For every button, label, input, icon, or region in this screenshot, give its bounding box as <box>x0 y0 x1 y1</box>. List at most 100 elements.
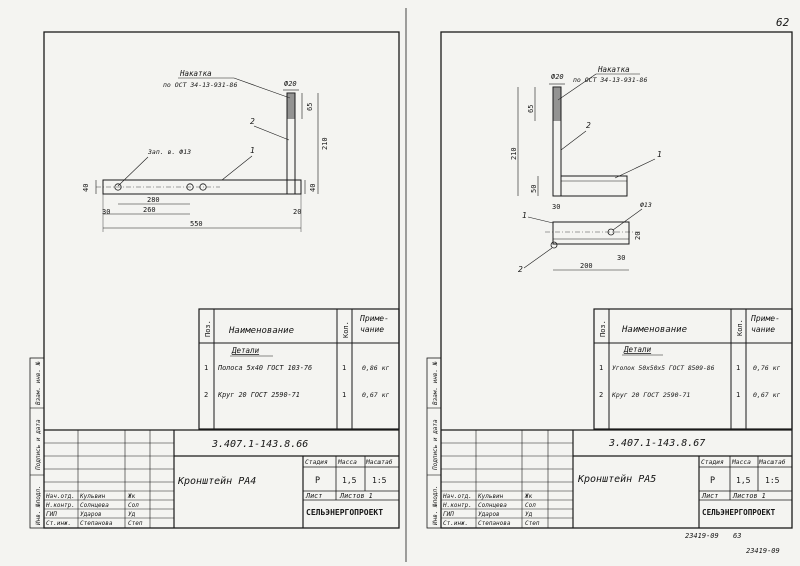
signer-signature: Степ <box>525 520 540 527</box>
side-strip: Взам. инв. № Подпись и дата Инв. №подл. <box>29 357 45 529</box>
rod-section <box>550 241 558 249</box>
side-label-sign: Подпись и дата <box>35 419 42 471</box>
scale-value: 1:5 <box>765 476 780 485</box>
mass-value: 1,5 <box>342 476 357 485</box>
row-note: 0,76 кг <box>753 364 780 372</box>
row-qty: 1 <box>342 391 346 399</box>
row-pos: 2 <box>204 391 208 399</box>
sheet-label: Лист <box>701 492 718 500</box>
dim-20: 20 <box>634 232 642 240</box>
signer-signature: Жк <box>127 493 136 500</box>
callout-1-plan: 1 <box>522 211 527 220</box>
signer-role: Н.контр. <box>45 502 75 509</box>
signer-signature: Уд <box>525 511 533 518</box>
row-name: Круг 20 ГОСТ 2590-71 <box>217 391 300 399</box>
col-note-header-1: Приме- <box>359 314 389 323</box>
hdr-mass: Масса <box>731 459 751 466</box>
hdr-mass: Масса <box>337 459 357 466</box>
dim-50: 50 <box>530 185 538 193</box>
sheet-ra4: Накатка по ОСТ 34-13-931-86 Ф20 65 210 2… <box>29 31 400 529</box>
section-heading: Детали <box>231 346 260 355</box>
signer-name: Кульвин <box>477 493 504 500</box>
knurl-title: Накатка <box>597 65 630 74</box>
mass-value: 1,5 <box>736 476 751 485</box>
organization: СЕЛЬЭНЕРГОПРОЕКТ <box>306 508 383 517</box>
side-label-replace: Взам. инв. № <box>432 361 439 405</box>
hole <box>114 183 122 191</box>
signer-name: Ударов <box>478 511 500 518</box>
row-qty: 1 <box>342 364 346 372</box>
document-code: 3.407.1-143.8.66 <box>211 439 308 450</box>
signer-signature: Уд <box>128 511 136 518</box>
col-qty-header: Кол. <box>736 319 744 336</box>
col-note-header-1: Приме- <box>750 314 780 323</box>
knurl-hatch <box>553 87 561 121</box>
dim-knurl-length: 65 <box>306 103 314 111</box>
sheets-total: Листов 1 <box>732 492 766 500</box>
col-note-header-2: чание <box>360 325 384 334</box>
dim-550: 550 <box>190 220 203 228</box>
title-block: 3.407.1-143.8.66 Кронштейн РА4 Стадия Ма… <box>44 429 399 528</box>
row-name: Круг 20 ГОСТ 2590-71 <box>611 391 690 399</box>
signer-name: Ударов <box>80 511 102 518</box>
col-name-header: Наименование <box>621 325 687 335</box>
scale-value: 1:5 <box>372 476 387 485</box>
callout-1: 1 <box>250 146 255 155</box>
dim-rod-dia: Ф20 <box>284 80 297 88</box>
hdr-stage: Стадия <box>701 459 724 466</box>
knurl-standard: по ОСТ 34-13-931-86 <box>573 76 647 84</box>
dim-30: 30 <box>552 203 560 211</box>
signer-name: Солнцева <box>478 502 507 509</box>
signer-role: Ст.инж. <box>443 520 468 527</box>
side-label-replace: Взам. инв. № <box>35 361 42 405</box>
signer-name: Кульвин <box>79 493 106 500</box>
signer-name: Степанова <box>80 520 113 527</box>
signer-signature: Жк <box>524 493 533 500</box>
bottom-stamp: 63 <box>733 532 741 540</box>
row-note: 0,67 кг <box>753 391 780 399</box>
col-name-header: Наименование <box>228 326 294 336</box>
bottom-stamp: 23419-09 <box>746 547 780 555</box>
dim-hole-dia: Ф13 <box>640 201 652 209</box>
sheet-ra5: Накатка по ОСТ 34-13-931-86 Ф20 65 210 5… <box>426 31 793 529</box>
row-name: Уголок 50х50х5 ГОСТ 8509-86 <box>612 365 715 372</box>
signer-signature: Степ <box>128 520 143 527</box>
side-label-sign: Подпись и дата <box>432 419 439 471</box>
hdr-scale: Масштаб <box>365 458 393 466</box>
callout-2: 2 <box>250 117 255 126</box>
row-name: Полоса 5х40 ГОСТ 103-76 <box>217 364 312 372</box>
drawing-title: Кронштейн РА4 <box>177 475 256 487</box>
row-qty: 1 <box>736 364 740 372</box>
sheet-frame <box>43 31 400 529</box>
hdr-scale: Масштаб <box>758 458 786 466</box>
col-pos-header: Поз. <box>599 320 607 337</box>
signer-signature: Сол <box>128 502 139 509</box>
page-number: 62 <box>776 16 790 29</box>
signer-role: Ст.инж. <box>46 520 71 527</box>
dim-rod-height: 210 <box>321 137 329 150</box>
row-note: 0,86 кг <box>362 364 389 372</box>
row-qty: 1 <box>736 391 740 399</box>
dim-rod-base: 40 <box>309 184 317 192</box>
title-block: 3.407.1-143.8.67 Кронштейн РА5 Стадия Ма… <box>441 429 792 528</box>
parts-table: Поз. Наименование Кол. Приме- чание Дета… <box>198 308 400 430</box>
col-qty-header: Кол. <box>342 321 350 338</box>
knurl-standard: по ОСТ 34-13-931-86 <box>163 81 237 89</box>
dim-rod-height: 210 <box>510 147 518 160</box>
signer-role: Нач.отд. <box>45 493 75 500</box>
signer-name: Солнцева <box>80 502 109 509</box>
dim-rod-dia: Ф20 <box>551 73 564 81</box>
dim-knurl-length: 65 <box>527 105 535 113</box>
weld-note: Зап. в. Ф13 <box>147 148 191 156</box>
row-pos: 1 <box>599 364 603 372</box>
dim-260: 260 <box>143 206 156 214</box>
stage-value: Р <box>710 476 715 486</box>
document-code: 3.407.1-143.8.67 <box>608 438 705 449</box>
angle-plan-view <box>552 221 630 245</box>
strip-part-1 <box>102 179 302 195</box>
dim-20: 20 <box>293 208 301 216</box>
stage-value: Р <box>315 476 320 486</box>
side-label-inv: Инв. №подл. <box>35 485 42 526</box>
side-strip: Взам. инв. № Подпись и дата Инв. №подл. <box>426 357 442 529</box>
knurl-title: Накатка <box>179 69 212 78</box>
